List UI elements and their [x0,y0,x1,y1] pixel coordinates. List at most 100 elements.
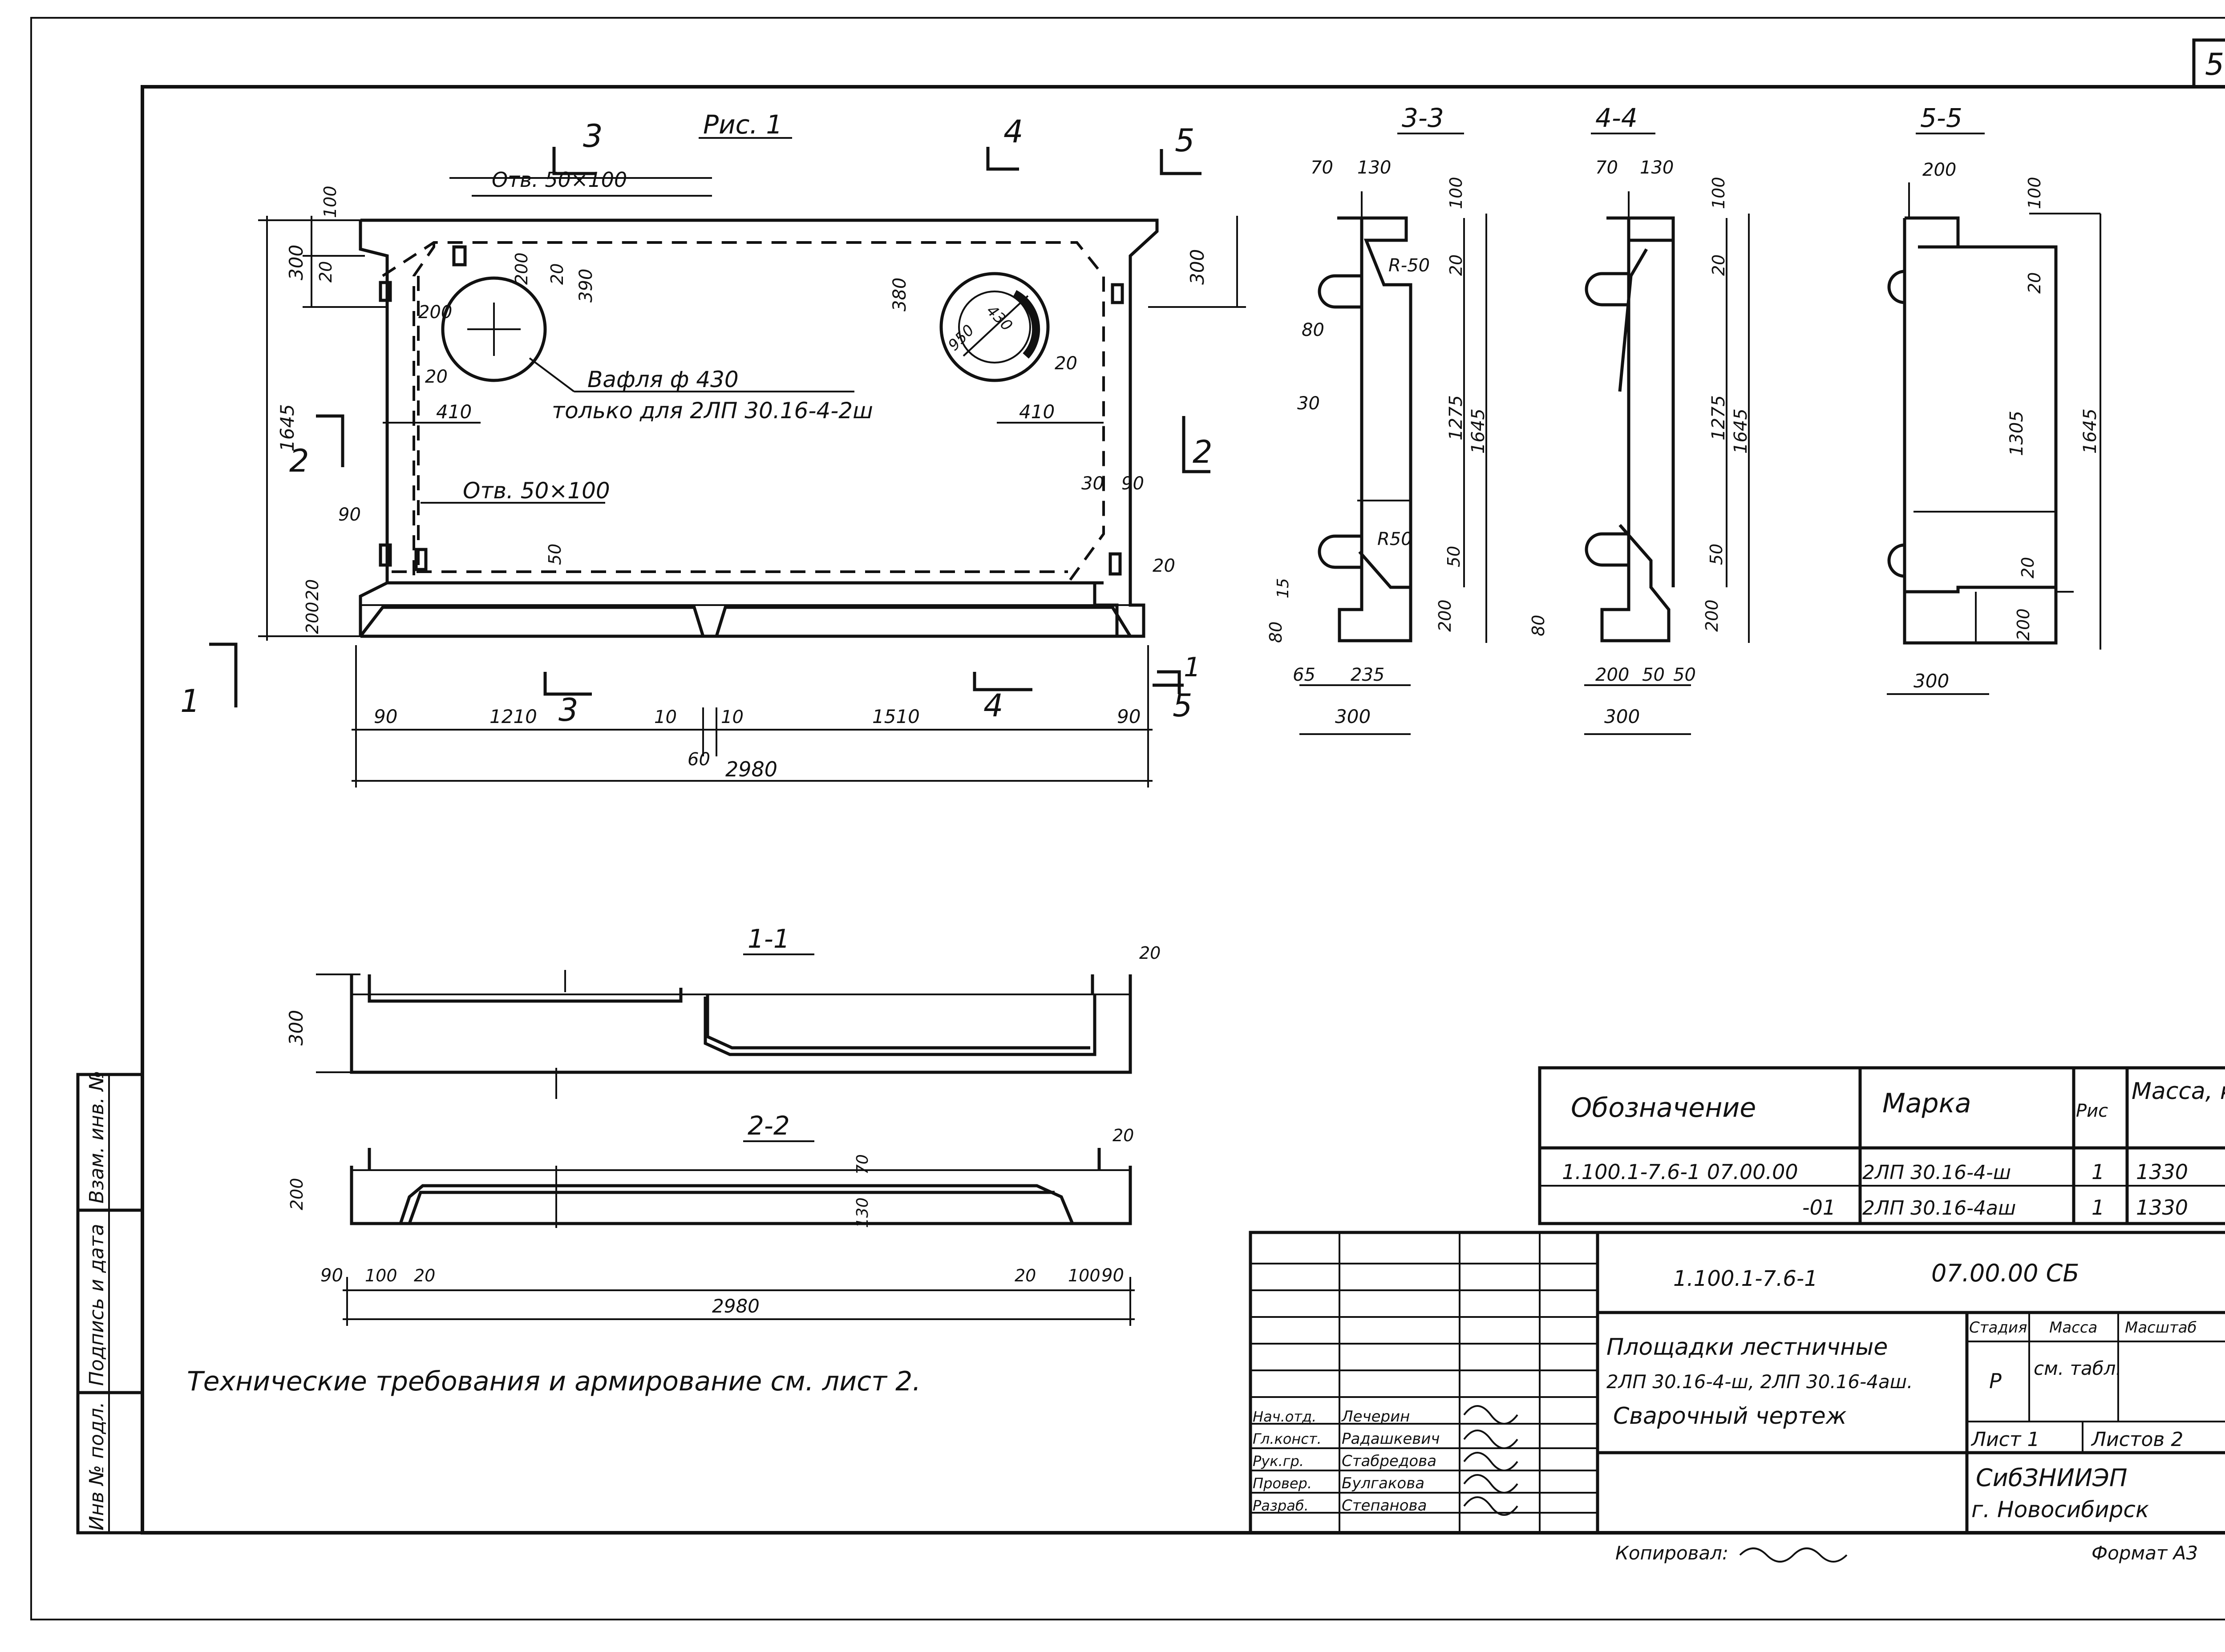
dim-390: 390 [576,269,596,303]
side-stamp-inv-dup: Взам. инв. № [85,1070,108,1204]
dim-33-70: 70 [1311,158,1333,178]
signer-name-1: Лечерин [1341,1408,1410,1426]
spec-row2-mass: 1330 [2136,1196,2188,1220]
signer-role-2: Гл.конст. [1253,1430,1322,1447]
dim-33-200: 200 [1435,599,1455,632]
dim-22-90a: 90 [320,1265,343,1286]
signer-role-4: Провер. [1253,1475,1312,1492]
dim-200a: 200 [418,302,452,323]
mass-label: Масса [2049,1319,2097,1337]
dim-55-20b: 20 [2018,557,2038,578]
section-4-4-title: 4-4 [1595,103,1638,133]
dim-44-70: 70 [1595,158,1618,178]
section-3-3-title: 3-3 [1402,103,1444,133]
dim-44-80: 80 [1529,615,1548,636]
section-5-5-title: 5-5 [1920,103,1962,133]
sheets-label: Листов 2 [2091,1428,2183,1451]
spec-row1-fig: 1 [2092,1160,2104,1184]
dim-950: 950 [945,321,978,354]
dim-200b: 200 [512,252,531,285]
spec-row2-fig: 1 [2092,1196,2104,1220]
signer-name-5: Степанова [1342,1497,1427,1515]
section-label-3a: 3 [583,118,603,154]
dim-44-50: 50 [1707,544,1726,565]
section-label-1a: 1 [180,683,200,719]
spec-header-mark: Марка [1882,1088,1971,1119]
signature-1 [1463,1405,1518,1425]
stage-value: Р [1989,1369,2002,1393]
section-1-1: 1-1 300 20 [285,924,1161,1099]
section-mark-4b [973,672,1032,691]
spec-row1-mass: 1330 [2136,1160,2188,1184]
dim-22-20b: 20 [1015,1266,1036,1285]
dim-410-left: 410 [436,401,472,423]
section-mark-4a [986,147,1019,171]
dim-55-1645: 1645 [2080,408,2100,454]
dim-90-left: 90 [338,505,361,525]
signature-2 [1463,1430,1518,1449]
dim-33-100: 100 [1446,177,1466,209]
signer-role-1: Нач.отд. [1253,1408,1316,1425]
spec-row1-designation: 1.100.1-7.6-1 07.00.00 [1562,1160,1798,1184]
spec-header-designation: Обозначение [1571,1092,1756,1123]
dim-33-1645: 1645 [1468,408,1489,454]
section-4-4: 4-4 70 130 100 20 1275 1645 50 80 200 20… [1529,103,1751,735]
side-stamp-sign-date: Подпись и дата [85,1224,108,1386]
dim-44-50c: 50 [1673,665,1696,685]
section-2-2: 2-2 20 200 70 130 90 100 20 20 100 90 29… [287,1111,1135,1326]
signature-4 [1463,1474,1518,1494]
dim-b60: 60 [688,749,710,770]
dim-300-left: 300 [285,245,307,280]
stage-label: Стадия [1969,1319,2027,1337]
tech-note: Технические требования и армирование см.… [187,1366,921,1397]
dim-22-90b: 90 [1101,1265,1124,1286]
main-view-title: Рис. 1 [703,109,782,140]
dim-100: 100 [320,186,340,218]
dim-44-200: 200 [1702,599,1722,632]
scale-label: Масштаб [2125,1319,2197,1337]
signer-role-3: Рук.гр. [1253,1453,1304,1470]
dim-55-200: 200 [1922,160,1956,180]
dim-44-50b: 50 [1642,665,1665,685]
dim-22-130: 130 [854,1197,872,1228]
section-5-5: 5-5 200 100 20 1305 1645 20 200 300 [1887,103,2101,695]
section-label-2a: 2 [289,443,309,479]
signature-5 [1463,1496,1518,1516]
side-stamp-inv-orig: Инв № подл. [85,1402,108,1531]
waffle-label: Вафля ф 430 [587,367,739,392]
side-stamp: Инв № подл. Подпись и дата Взам. инв. № [76,1070,144,1535]
dim-33-1275: 1275 [1446,395,1466,440]
dim-44-20: 20 [1709,254,1728,276]
dim-33-235: 235 [1351,665,1384,685]
waffle-left [441,276,547,382]
dim-b10b: 10 [721,707,744,727]
dim-33-130: 130 [1357,158,1391,178]
sheet-label: Лист 1 [1970,1428,2039,1451]
waffle-note: только для 2ЛП 30.16-4-2ш [552,398,873,424]
org-name: СибЗНИИЭП [1976,1464,2127,1492]
dim-44-100: 100 [1709,177,1728,209]
dim-b1510: 1510 [872,706,920,727]
dim-44-200b: 200 [1595,665,1629,685]
section-mark-3a [552,147,596,175]
dim-200c: 200 [303,602,322,634]
dim-20-right: 20 [1153,556,1175,576]
signer-name-3: Стабредова [1342,1452,1436,1470]
mass-value: см. табл. [2034,1357,2122,1379]
section-label-5a: 5 [1175,122,1195,159]
section-mark-1a [209,642,238,707]
spec-row1-mark: 2ЛП 30.16-4-ш [1862,1161,2011,1184]
dim-44-1275: 1275 [1708,395,1729,440]
section-2-2-title: 2-2 [748,1111,790,1141]
dim-20d: 20 [1055,353,1077,374]
spec-table: Обозначение Марка Рис Масса, кг 1.100.1-… [1538,1066,2225,1225]
section-label-4a: 4 [1003,113,1024,150]
dim-20a: 20 [316,261,336,283]
dim-b2980: 2980 [725,757,777,781]
spec-row2-designation: -01 [1802,1196,1836,1220]
dim-22-2980: 2980 [712,1295,760,1317]
dim-22-200: 200 [287,1178,307,1210]
dim-55-100: 100 [2025,177,2044,209]
dim-22-100b: 100 [1068,1266,1100,1285]
